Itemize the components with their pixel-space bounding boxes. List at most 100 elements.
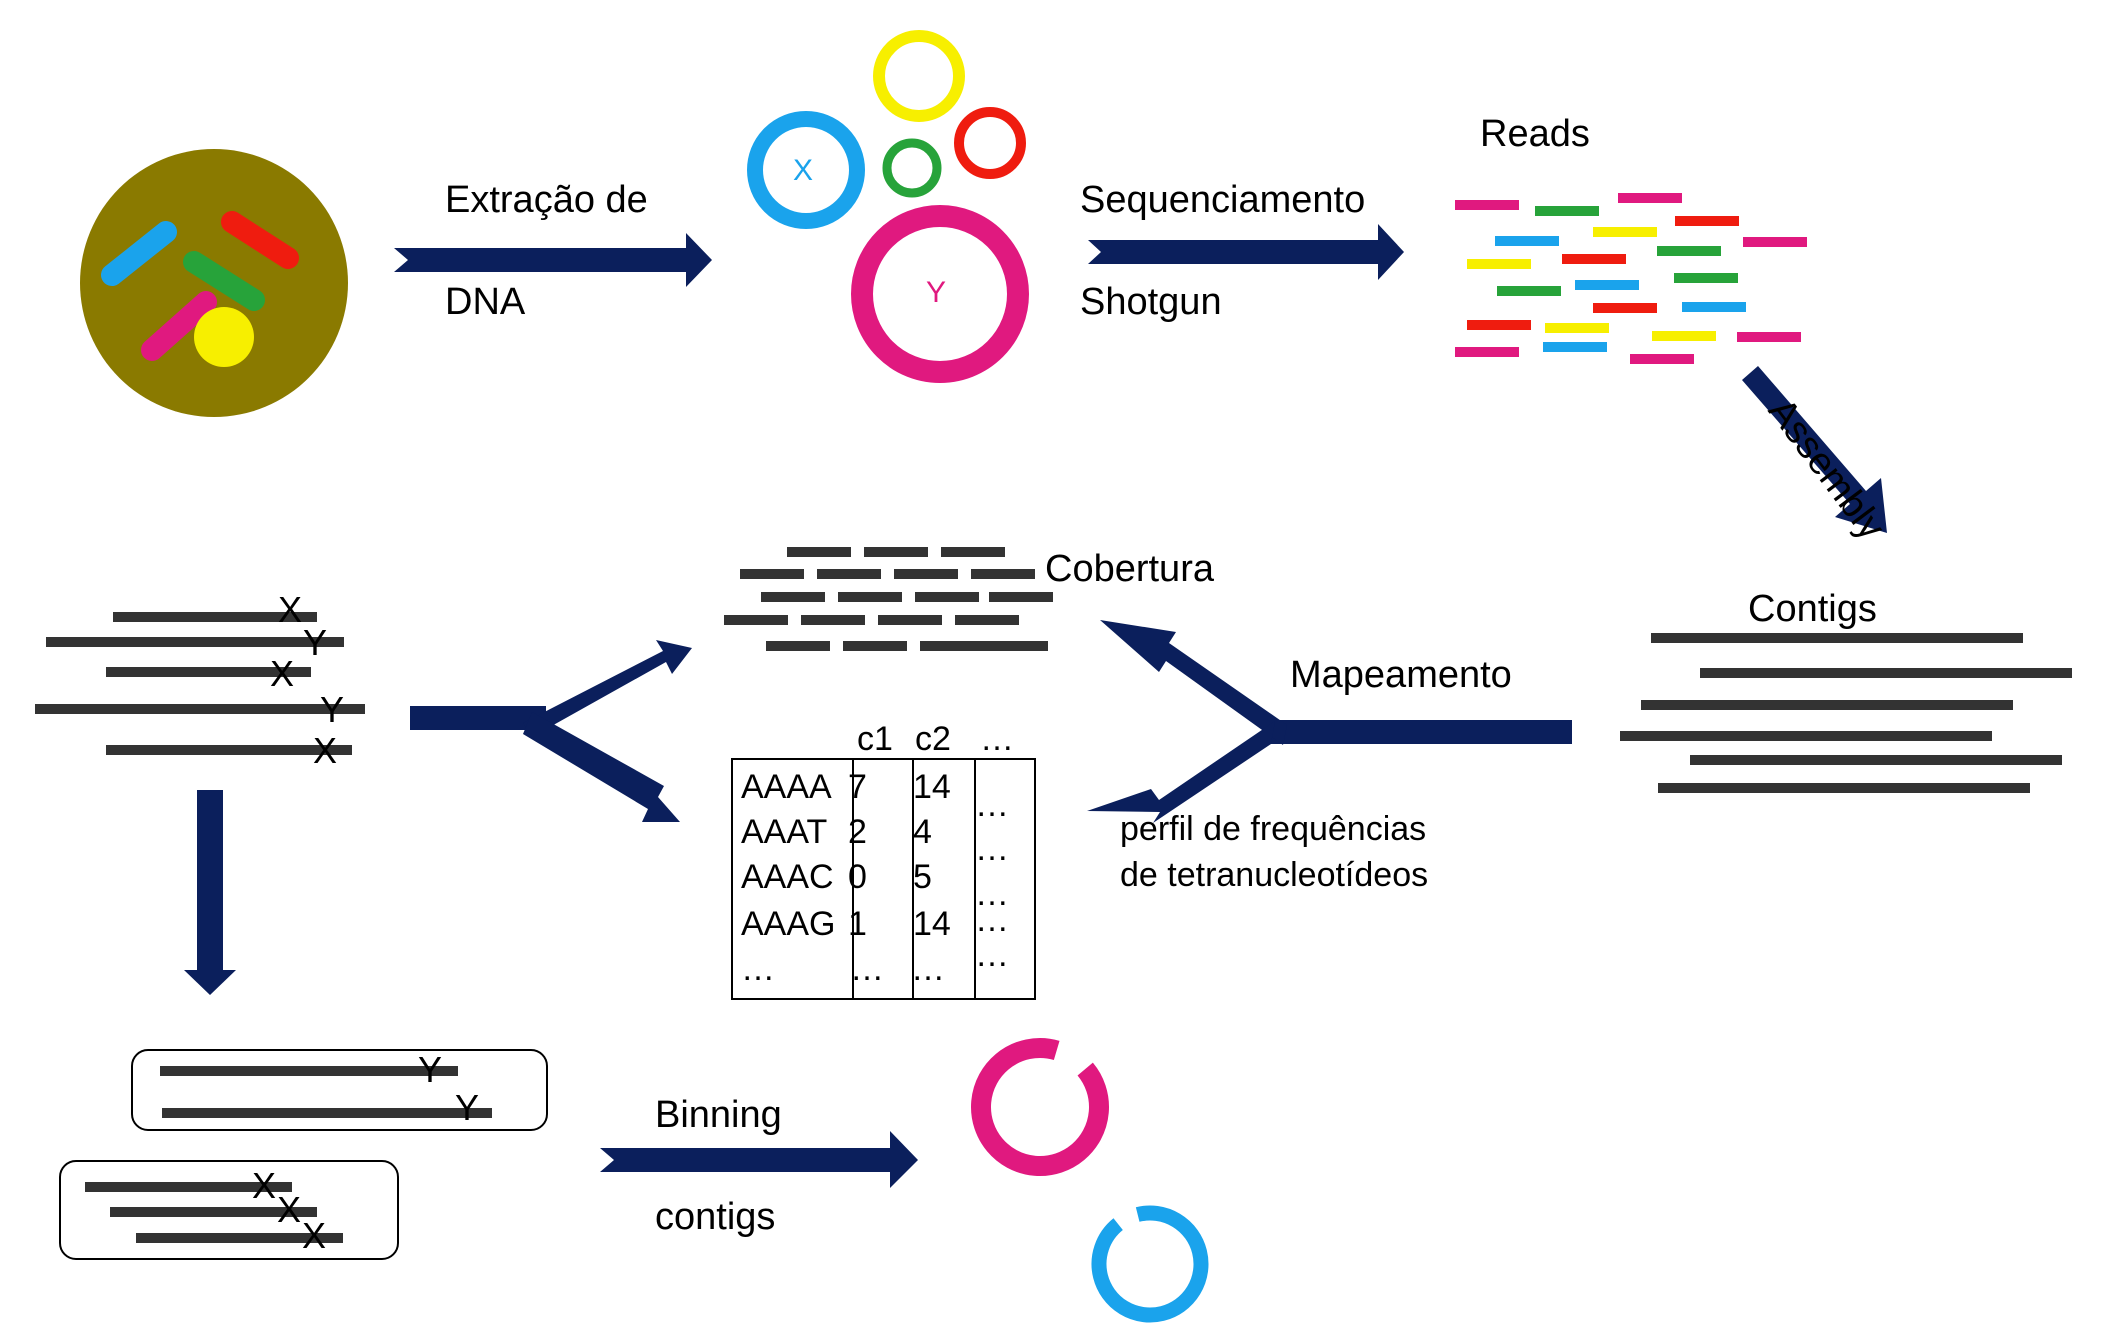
table-cell-more: …	[975, 901, 1009, 939]
table-cell-c2: 14	[913, 905, 951, 943]
read	[1575, 280, 1639, 290]
down-arrow	[184, 790, 236, 995]
magenta-organism	[141, 291, 217, 361]
contig-bar	[1658, 783, 2030, 793]
genome-y-label: Y	[926, 276, 947, 309]
coverage-read	[989, 592, 1053, 602]
blue-organism	[101, 221, 177, 286]
coverage-read	[915, 592, 979, 602]
table-cell-c1: 2	[848, 813, 867, 851]
coverage-read	[971, 569, 1035, 579]
genome-y-ring	[851, 205, 1029, 383]
contig-bar	[1651, 633, 2023, 643]
read	[1455, 200, 1519, 210]
extraction-arrow	[394, 233, 712, 287]
coverage-read	[817, 569, 881, 579]
contig-bar	[1620, 731, 1992, 741]
coverage-read	[878, 615, 942, 625]
sequencing-label: Sequenciamento	[1080, 179, 1366, 221]
read	[1543, 342, 1607, 352]
bin-x-box	[59, 1160, 399, 1260]
bin-y-contig	[160, 1066, 458, 1076]
sequencing-arrow	[1088, 224, 1404, 280]
genome-x-ring	[747, 111, 865, 229]
coverage-read	[787, 547, 851, 557]
mapping-arrow-down	[1087, 721, 1275, 823]
bin-y-box	[131, 1049, 548, 1131]
contigs-stack	[1620, 633, 2072, 793]
marked-contig-bar	[35, 704, 365, 714]
mapping-arrow-up	[1100, 620, 1287, 745]
reads-cloud	[1455, 193, 1807, 364]
green-genome-ring	[882, 138, 942, 198]
coverage-read	[894, 569, 958, 579]
table-cell-kmer: AAAT	[741, 813, 828, 851]
marked-contigs	[35, 612, 365, 755]
coverage-label: Cobertura	[1045, 548, 1214, 590]
table-cell-more: …	[975, 936, 1009, 974]
binning-label-contigs: contigs	[655, 1196, 776, 1238]
mapping-label: Mapeamento	[1290, 654, 1512, 696]
read	[1467, 320, 1531, 330]
bin-x-contig	[136, 1233, 343, 1243]
bin-y-marker: Y	[418, 1049, 443, 1090]
table-cell-c2: 4	[913, 813, 932, 851]
read	[1593, 227, 1657, 237]
table-cell-more: …	[975, 875, 1009, 913]
reads-label: Reads	[1480, 113, 1590, 155]
table-header-c2: c2	[915, 720, 951, 758]
coverage-read	[864, 547, 928, 557]
extracted-genomes	[747, 30, 1029, 383]
read	[1455, 347, 1519, 357]
bin-x-contig	[85, 1182, 292, 1192]
extraction-label: Extração de	[445, 179, 648, 221]
table-cell-c1: …	[850, 950, 884, 988]
bins	[59, 1049, 548, 1260]
table-border	[731, 758, 1036, 1000]
coverage-read	[843, 641, 907, 651]
tetra-table-grid	[731, 758, 1036, 1000]
read	[1467, 259, 1531, 269]
table-cell-c1: 0	[848, 858, 867, 896]
marked-contig-bar	[106, 667, 311, 677]
binning-arrow	[600, 1131, 918, 1188]
table-cell-c2: 5	[913, 858, 932, 896]
binning-label: Binning	[655, 1094, 782, 1136]
bin-x-marker: X	[277, 1189, 302, 1230]
read	[1562, 254, 1626, 264]
table-cell-kmer: AAAG	[741, 905, 836, 943]
read	[1674, 273, 1738, 283]
assembly-arrow	[1742, 366, 1887, 533]
table-header-c1: c1	[857, 720, 893, 758]
marked-contig-bar	[46, 637, 344, 647]
yellow-organism	[194, 307, 254, 367]
read	[1618, 193, 1682, 203]
contig-marker: X	[313, 730, 338, 771]
coverage-read	[724, 615, 788, 625]
coverage-read	[838, 592, 902, 602]
contig-marker: X	[270, 653, 295, 694]
table-cell-more: …	[975, 830, 1009, 868]
red-organism	[221, 211, 299, 269]
coverage-read	[766, 641, 830, 651]
contigs-label: Contigs	[1748, 588, 1877, 630]
binned-genomes	[971, 1038, 1209, 1323]
binned-genome-blue	[1091, 1205, 1209, 1323]
contig-bar	[1690, 755, 2062, 765]
arrows	[184, 224, 1887, 1188]
read	[1743, 237, 1807, 247]
read	[1737, 332, 1801, 342]
bin-y-contig	[162, 1108, 492, 1118]
coverage-read	[941, 547, 1005, 557]
contig-marker: Y	[320, 689, 345, 730]
coverage-reads	[724, 547, 1053, 651]
mapping-shaft	[1262, 720, 1572, 744]
table-cell-kmer: …	[741, 950, 775, 988]
read	[1545, 323, 1609, 333]
read	[1535, 206, 1599, 216]
yellow-genome-ring	[873, 30, 965, 122]
read	[1630, 354, 1694, 364]
sequencing-label-shotgun: Shotgun	[1080, 281, 1222, 323]
coverage-read	[955, 615, 1019, 625]
